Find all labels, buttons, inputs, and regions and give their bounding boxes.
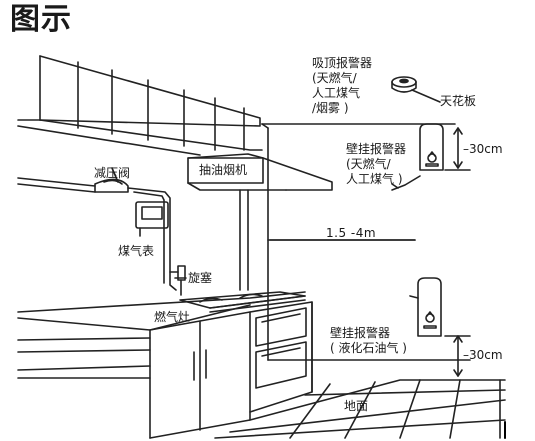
ceiling-alarm-label: 吸顶报警器 (天燃气/ 人工煤气 /烟雾 ) bbox=[312, 56, 372, 116]
wall-alarm-top-label: 壁挂报警器 (天燃气/ 人工煤气 ) bbox=[346, 142, 406, 187]
ceiling-alarm-line-1: 吸顶报警器 bbox=[312, 56, 373, 70]
wall-alarm-bottom-device bbox=[409, 277, 442, 337]
gas-pipe bbox=[17, 177, 177, 291]
wall-alarm-top-line-2: (天燃气/ bbox=[346, 157, 391, 171]
distance-top-value: 30cm bbox=[469, 142, 503, 156]
wall-alarm-bottom-line-2: ( 液化石油气 ) bbox=[330, 341, 407, 355]
wall-alarm-top-line-3: 人工煤气 ) bbox=[346, 172, 403, 186]
stove-label: 燃气灶 bbox=[154, 310, 191, 324]
range-hood-label: 抽油烟机 bbox=[199, 163, 248, 177]
wall-alarm-top-line-1: 壁挂报警器 bbox=[346, 142, 407, 156]
range-hood bbox=[187, 153, 333, 291]
wall-alarm-bottom-line-1: 壁挂报警器 bbox=[330, 326, 391, 340]
height-range-label: 1.5 -4m bbox=[326, 226, 377, 240]
ceiling-alarm-line-4: /烟雾 ) bbox=[312, 101, 349, 115]
ceiling-beams bbox=[17, 55, 263, 156]
gas-meter-shape bbox=[135, 201, 169, 237]
ceiling-alarm-device bbox=[391, 76, 441, 103]
valve-label: 旋塞 bbox=[188, 271, 213, 285]
leader-lines bbox=[111, 167, 416, 279]
diagram-title: 图示 bbox=[10, 2, 72, 37]
distance-bottom-value: 30cm bbox=[469, 348, 503, 362]
ceiling-alarm-line-3: 人工煤气 bbox=[312, 86, 361, 100]
wall-alarm-top-device bbox=[391, 123, 444, 191]
distance-bottom-label: –30cm bbox=[463, 348, 503, 362]
ceiling-alarm-line-2: (天燃气/ bbox=[312, 71, 357, 85]
floor-label: 地面 bbox=[344, 399, 369, 413]
valve-shape bbox=[169, 265, 186, 296]
stove-shape bbox=[179, 291, 306, 313]
wall-alarm-bottom-label: 壁挂报警器 ( 液化石油气 ) bbox=[330, 326, 407, 356]
pressure-valve-label: 减压阀 bbox=[94, 166, 131, 180]
dimension-markers bbox=[444, 127, 471, 377]
distance-top-label: –30cm bbox=[463, 142, 503, 156]
ceiling-label: 天花板 bbox=[440, 94, 477, 108]
floor-tiles bbox=[214, 379, 506, 439]
gas-meter-label: 煤气表 bbox=[118, 244, 155, 258]
cabinets bbox=[149, 301, 313, 439]
